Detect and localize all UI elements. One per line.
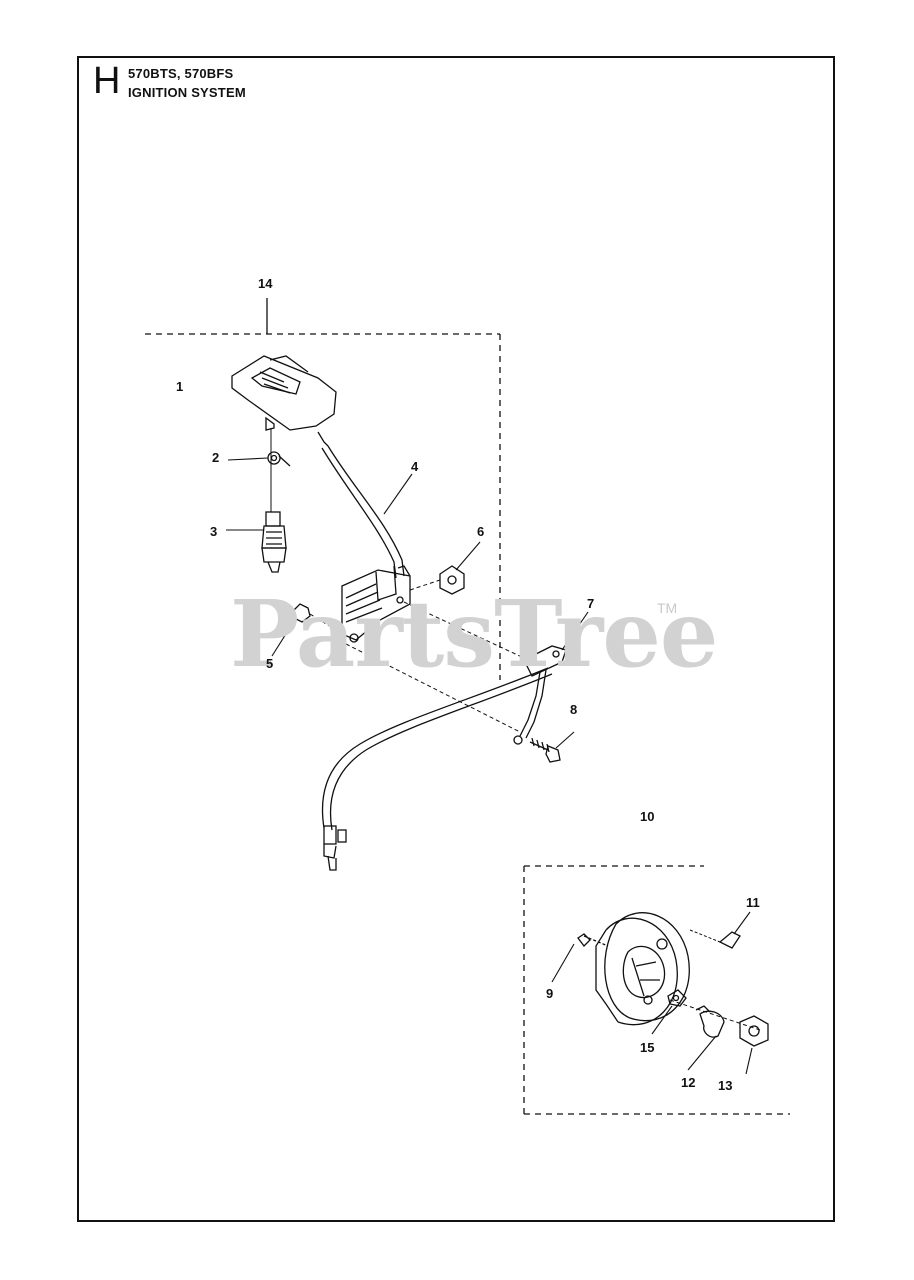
group-14-bracket [145, 333, 501, 680]
callout-1: 1 [176, 379, 184, 394]
callout-12: 12 [681, 1075, 696, 1090]
callout-13: 13 [718, 1078, 733, 1093]
model-numbers: 570BTS, 570BFS [128, 66, 234, 81]
spark-plug-cap-part [231, 355, 337, 431]
callout-15: 15 [640, 1040, 655, 1055]
callout-11: 11 [746, 895, 760, 910]
washer-part-15 [667, 989, 687, 1007]
ignition-lead-part [317, 431, 405, 579]
axis-line-flywheel [669, 999, 761, 1031]
section-letter: H [93, 60, 121, 102]
axis-line-module [403, 601, 525, 659]
callout-8: 8 [570, 702, 578, 717]
screw-part-8 [529, 737, 561, 763]
stop-wire-part [321, 667, 553, 871]
callout-6: 6 [477, 524, 485, 539]
nut-part-6 [439, 565, 465, 595]
group-10-bracket [523, 865, 790, 1115]
axis-line-5 [309, 613, 347, 637]
axis-line-module-2 [345, 643, 521, 733]
callout-4: 4 [411, 459, 419, 474]
leader-lines [226, 457, 753, 1075]
bushing-part-5 [293, 603, 311, 623]
flywheel-nut-part-13 [739, 1015, 769, 1047]
watermark-trademark: TM [657, 600, 678, 616]
axis-line-6 [409, 579, 441, 591]
starter-pawl-part-12 [695, 1005, 725, 1038]
flywheel-part [583, 912, 690, 1026]
callout-14: 14 [258, 276, 273, 291]
callout-5: 5 [266, 656, 274, 671]
callout-10: 10 [640, 809, 655, 824]
axis-line-11 [689, 929, 721, 943]
pin-part-9 [577, 933, 591, 947]
callout-3: 3 [210, 524, 218, 539]
callout-2: 2 [212, 450, 220, 465]
watermark: PartsTree [230, 580, 718, 688]
short-circuit-cable-part [513, 645, 567, 745]
spark-plug-part [261, 511, 287, 573]
ignition-module-part [341, 565, 411, 643]
diagram-title: IGNITION SYSTEM [128, 85, 246, 100]
key-part-11 [718, 931, 741, 949]
diagram-frame [77, 56, 835, 1222]
callout-9: 9 [546, 986, 554, 1001]
callout-7: 7 [587, 596, 595, 611]
